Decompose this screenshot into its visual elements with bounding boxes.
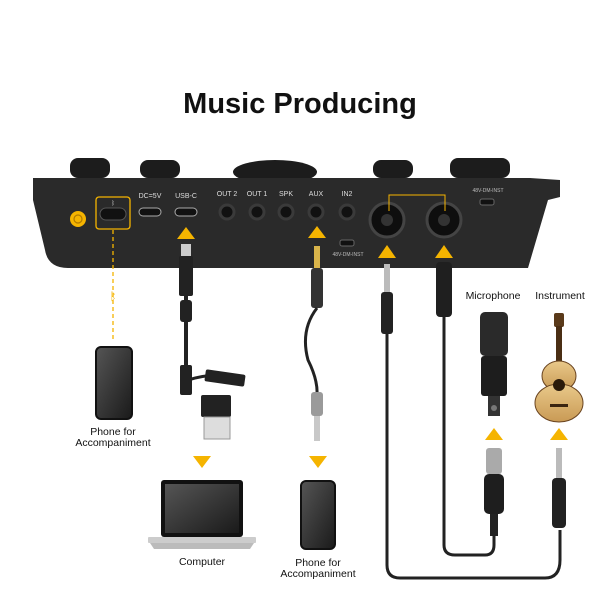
label-usbc: USB-C [175, 193, 197, 200]
label-out1: OUT 1 [247, 191, 268, 198]
microphone-image [480, 312, 508, 416]
guitar-image [534, 313, 584, 423]
phone-left-image [95, 346, 133, 420]
xlr-female-connector [484, 448, 504, 536]
label-spk: SPK [279, 191, 293, 198]
xlr-cable [436, 262, 496, 557]
bluetooth-icon: ᛒ [111, 200, 115, 207]
microphone-label: Microphone [466, 290, 521, 302]
usbc-port[interactable] [174, 207, 198, 217]
switch-label-1: 48V-DM-INST [332, 252, 363, 258]
jack-cable [381, 264, 562, 580]
computer-label: Computer [179, 556, 226, 568]
phone-left-label-line2: Accompaniment [75, 437, 150, 449]
bluetooth-switch[interactable] [99, 207, 127, 221]
audio-interface-device [33, 178, 560, 268]
dc-port[interactable] [138, 207, 162, 217]
power-button[interactable] [70, 211, 86, 227]
label-dc: DC=5V [139, 193, 162, 200]
mode-switch-1[interactable] [339, 239, 355, 247]
phone-bottom-image [300, 480, 336, 550]
arrow-up-input1 [378, 245, 396, 258]
arrow-up-usbc [177, 227, 195, 239]
phone-bottom-label-line2: Accompaniment [280, 568, 355, 580]
arrow-down-phone [309, 456, 327, 468]
switch-label-2: 48V-DM-INST [472, 188, 503, 194]
in2-jack[interactable] [338, 203, 356, 221]
aux-jack[interactable] [307, 203, 325, 221]
label-in2: IN2 [342, 191, 353, 198]
arrow-up-aux [308, 226, 326, 238]
arrow-up-input2 [435, 245, 453, 258]
spk-jack[interactable] [277, 203, 295, 221]
bluetooth-switch-highlight [95, 196, 131, 230]
power-icon [73, 214, 83, 224]
instrument-label: Instrument [535, 290, 585, 302]
computer-image [148, 480, 256, 549]
bluetooth-icon-link: ᛒ [110, 291, 117, 303]
out1-jack[interactable] [248, 203, 266, 221]
arrow-up-instrument [550, 428, 568, 440]
arrow-up-mic [485, 428, 503, 440]
mode-switch-2[interactable] [479, 198, 495, 206]
instrument-jack-connector [552, 448, 566, 528]
label-out2: OUT 2 [217, 191, 238, 198]
page-title: Music Producing [183, 88, 417, 120]
arrow-down-computer [193, 456, 211, 468]
label-aux: AUX [309, 191, 324, 198]
out2-jack[interactable] [218, 203, 236, 221]
phone-left-label-line1: Phone for [90, 426, 136, 438]
aux-cable [304, 246, 323, 441]
usb-cable [179, 244, 246, 440]
phone-bottom-label-line1: Phone for [295, 557, 341, 569]
